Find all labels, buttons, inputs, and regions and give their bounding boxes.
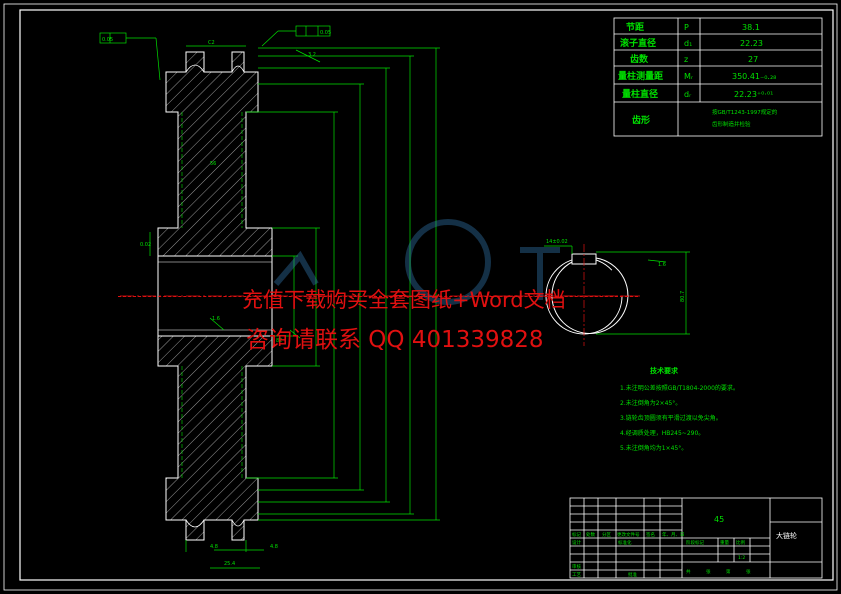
surface-top: 3.2	[308, 52, 316, 58]
tb-weight: 重量	[720, 539, 729, 546]
tb-row-label-3: 更改文件号	[617, 531, 640, 538]
tb-review: 审核	[572, 563, 581, 570]
param-val-4: 22.23⁺⁰·⁰¹	[734, 90, 773, 99]
tooth-form-2: 齿形制造并检验	[712, 120, 751, 128]
tb-row-label-2: 分区	[602, 531, 611, 538]
surface-right: 1.6	[658, 262, 666, 268]
tech-item-2: 2.未注倒角为2×45°。	[620, 399, 681, 407]
tb-approve: 批准	[628, 571, 637, 578]
surface-mid: 1.6	[212, 316, 220, 322]
param-name-3: 量柱测量距	[618, 70, 663, 82]
watermark-logo	[273, 219, 560, 305]
tb-stage: 阶段标记	[686, 539, 704, 546]
bore-len: 82	[276, 338, 282, 344]
tech-item-5: 5.未注倒角均为1×45°。	[620, 444, 687, 452]
param-val-3: 350.41₋₀.₂₈	[732, 72, 776, 81]
tb-footer-3: 张	[746, 568, 751, 575]
tb-row-label-1: 处数	[586, 531, 595, 538]
tb-std: 标准化	[618, 539, 632, 546]
tech-item-4: 4.经调质处理，HB245~290。	[620, 429, 704, 437]
tb-row-label-0: 标记	[572, 531, 581, 538]
tb-material: 45	[714, 515, 724, 524]
hub-width-left: 56	[210, 161, 216, 167]
param-val-2: 27	[748, 55, 758, 64]
param-name-1: 滚子直径	[620, 37, 656, 49]
tb-row-label-4: 签名	[646, 531, 655, 538]
tooth-form-label: 齿形	[632, 114, 650, 126]
param-sym-0: P	[684, 23, 689, 32]
param-name-4: 量柱直径	[622, 88, 658, 100]
tb-process: 工艺	[572, 572, 581, 578]
param-table	[613, 17, 823, 137]
watermark-line-2: 咨询请联系 QQ 401339828	[246, 327, 544, 353]
bottom-right: 4.8	[270, 544, 278, 550]
tb-scale: 1:2	[738, 555, 745, 561]
param-sym-3: Mᵣ	[684, 72, 694, 81]
chamfer-top: C2	[208, 40, 215, 46]
tb-design: 设计	[572, 539, 581, 546]
param-name-2: 齿数	[630, 53, 649, 65]
tech-item-3: 3.链轮齿顶圆须有平滑过渡以免尖角。	[620, 414, 722, 422]
tb-footer-1: 张	[706, 568, 711, 575]
param-val-1: 22.23	[740, 39, 763, 48]
outer-frame	[3, 3, 838, 591]
tech-heading: 技术要求	[650, 366, 679, 375]
param-val-0: 38.1	[742, 23, 760, 32]
keyway-depth: 80.7	[680, 291, 686, 302]
title-block	[569, 497, 823, 579]
tb-scale-label: 比例	[736, 539, 745, 546]
tech-item-1: 1.未注明公差按照GB/T1804-2000的要求。	[620, 384, 739, 392]
tech-requirements: 技术要求 1.未注明公差按照GB/T1804-2000的要求。 2.未注倒角为2…	[620, 366, 739, 452]
sprocket-section: 0.05 0.05 3.2 C2 56 25.4 4.8 4.8 0.02 82…	[99, 25, 640, 569]
tol-frame-center: 0.05	[320, 30, 331, 36]
tb-footer-2: 第	[726, 568, 731, 575]
tb-row-label-5: 年、月、日	[662, 531, 685, 538]
watermark-line-1: 充值下载购买全套图纸+Word文档	[242, 288, 566, 312]
side-tol: 0.02	[140, 242, 151, 248]
tb-part-name: 大链轮	[776, 531, 797, 540]
param-sym-1: d₁	[684, 39, 692, 48]
tb-footer-0: 共	[686, 568, 691, 575]
tol-frame-left: 0.05	[102, 37, 113, 43]
bottom-left: 4.8	[210, 544, 218, 550]
watermark-dashline	[118, 296, 638, 297]
param-sym-2: z	[684, 55, 688, 64]
keyway-top: 14±0.02	[546, 239, 568, 245]
inner-frame	[19, 9, 834, 581]
param-sym-4: dᵣ	[684, 90, 692, 99]
bottom-width: 25.4	[224, 561, 235, 567]
tooth-form-1: 按GB/T1243-1997规定的	[712, 108, 778, 116]
param-name-0: 节距	[626, 21, 644, 33]
